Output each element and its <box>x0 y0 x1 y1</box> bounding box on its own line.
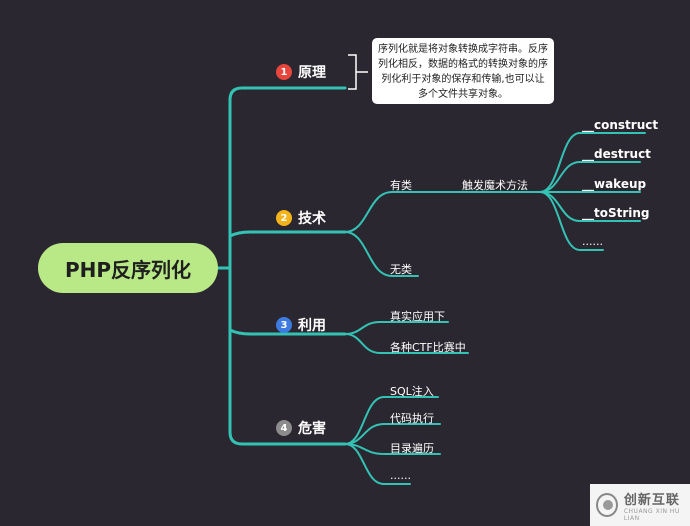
link-trunk-use <box>228 328 347 336</box>
leaf-dir-traversal[interactable]: 目录遍历 <box>390 442 434 455</box>
branch-harm-label: 危害 <box>298 421 326 437</box>
method-construct[interactable]: __construct <box>582 118 659 132</box>
principle-note-text: 序列化就是将对象转换成字符串。反序列化相反，数据的格式的转换对象的序列化利于对象… <box>378 44 548 100</box>
link-method-more <box>539 191 604 251</box>
leaf-harm-more[interactable]: ...... <box>390 469 411 482</box>
link-method-destruct <box>539 161 641 193</box>
leaf-without-class[interactable]: 无类 <box>390 263 412 276</box>
leaf-sql-injection[interactable]: SQL注入 <box>390 385 434 398</box>
branch-technique[interactable]: 2 技术 <box>276 208 326 228</box>
method-wakeup[interactable]: __wakeup <box>582 177 647 191</box>
method-more[interactable]: ...... <box>582 235 603 248</box>
leaf-with-class[interactable]: 有类 <box>390 179 412 192</box>
branch-usage[interactable]: 3 利用 <box>276 315 326 335</box>
number-badge-4: 4 <box>276 420 292 436</box>
link-use-ctf <box>344 333 469 354</box>
number-badge-3: 3 <box>276 317 292 333</box>
watermark-text: 创新互联 CHUANG XIN HU LIAN <box>624 489 690 522</box>
watermark-main: 创新互联 <box>623 492 680 508</box>
branch-usage-label: 利用 <box>298 318 326 334</box>
link-trunk-tech <box>228 230 347 238</box>
link-trunk-principle <box>228 86 347 270</box>
link-tech-noclass <box>344 231 419 277</box>
leaf-trigger-magic[interactable]: 触发魔术方法 <box>462 179 528 192</box>
root-label: PHP反序列化 <box>64 257 192 282</box>
leaf-code-exec[interactable]: 代码执行 <box>390 412 434 425</box>
root-node[interactable]: PHP反序列化 <box>38 243 218 293</box>
link-harm-code <box>344 423 441 445</box>
number-badge-2: 2 <box>276 210 292 226</box>
link-method-construct <box>539 132 646 193</box>
branch-principle-label: 原理 <box>298 65 326 81</box>
method-destruct[interactable]: __destruct <box>582 147 651 161</box>
leaf-real-app[interactable]: 真实应用下 <box>390 310 445 323</box>
branch-harm[interactable]: 4 危害 <box>276 418 326 438</box>
link-trunk-harm <box>228 266 347 446</box>
branch-principle[interactable]: 1 原理 <box>276 62 326 82</box>
method-tostring[interactable]: __toString <box>582 206 650 220</box>
watermark: 创新互联 CHUANG XIN HU LIAN <box>590 484 690 526</box>
leaf-ctf[interactable]: 各种CTF比赛中 <box>390 341 466 354</box>
link-harm-more <box>344 443 411 485</box>
principle-note: 序列化就是将对象转换成字符串。反序列化相反，数据的格式的转换对象的序列化利于对象… <box>372 38 554 104</box>
link-tech-class <box>344 191 541 233</box>
watermark-sub: CHUANG XIN HU LIAN <box>623 507 680 522</box>
branch-technique-label: 技术 <box>298 211 326 227</box>
link-harm-sql <box>344 396 439 445</box>
note-bracket <box>348 54 368 90</box>
number-badge-1: 1 <box>276 64 292 80</box>
brand-logo-icon <box>596 493 618 517</box>
